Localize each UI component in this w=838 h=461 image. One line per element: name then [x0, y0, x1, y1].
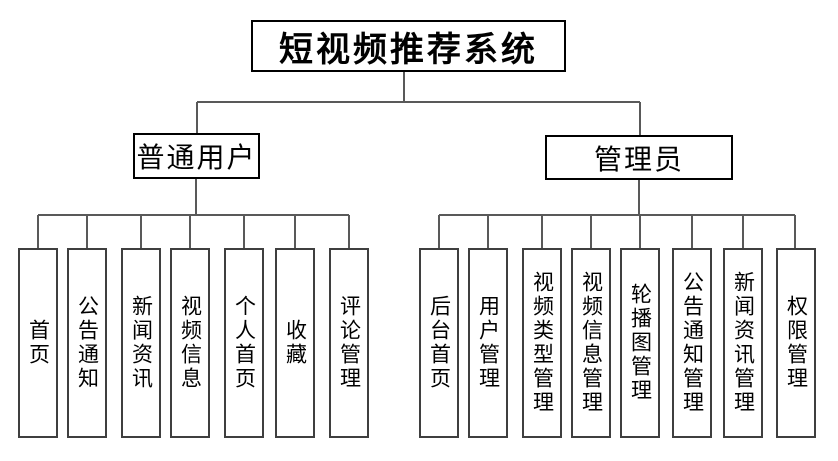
leaf-carousel-management: 轮播图管理: [620, 248, 660, 438]
leaf-video-info-label: 视频信息: [178, 295, 202, 391]
leaf-announcement-management: 公告通知管理: [672, 248, 712, 438]
node-user-branch: 普通用户: [133, 133, 260, 179]
leaf-news-management-label: 新闻资讯管理: [731, 271, 755, 415]
leaf-comment-management: 评论管理: [329, 248, 369, 438]
leaf-news-management: 新闻资讯管理: [723, 248, 763, 438]
leaf-video-info: 视频信息: [170, 248, 210, 438]
leaf-permission-management: 权限管理: [776, 248, 816, 438]
leaf-home-label: 首页: [26, 319, 50, 367]
node-root: 短视频推荐系统: [251, 20, 566, 72]
leaf-user-management-label: 用户管理: [476, 295, 500, 391]
leaf-favorites: 收藏: [275, 248, 315, 438]
leaf-personal-home: 个人首页: [224, 248, 264, 438]
leaf-personal-home-label: 个人首页: [232, 295, 256, 391]
leaf-video-type-management-label: 视频类型管理: [530, 271, 554, 415]
node-admin-branch: 管理员: [545, 135, 733, 180]
leaf-home: 首页: [18, 248, 58, 438]
leaf-favorites-label: 收藏: [283, 319, 307, 367]
leaf-admin-home-label: 后台首页: [427, 295, 451, 391]
node-admin-branch-label: 管理员: [593, 143, 684, 175]
leaf-news: 新闻资讯: [121, 248, 161, 438]
leaf-video-info-management-label: 视频信息管理: [579, 271, 603, 415]
leaf-video-info-management: 视频信息管理: [571, 248, 611, 438]
node-user-branch-label: 普通用户: [136, 142, 257, 173]
leaf-user-management: 用户管理: [468, 248, 508, 438]
leaf-news-label: 新闻资讯: [129, 295, 153, 391]
leaf-comment-management-label: 评论管理: [337, 295, 361, 391]
node-root-label: 短视频推荐系统: [279, 30, 538, 69]
leaf-video-type-management: 视频类型管理: [522, 248, 562, 438]
leaf-carousel-management-label: 轮播图管理: [628, 283, 652, 403]
leaf-permission-management-label: 权限管理: [784, 295, 808, 391]
leaf-announcement: 公告通知: [67, 248, 107, 438]
leaf-announcement-label: 公告通知: [75, 295, 99, 391]
leaf-announcement-management-label: 公告通知管理: [680, 271, 704, 415]
leaf-admin-home: 后台首页: [419, 248, 459, 438]
